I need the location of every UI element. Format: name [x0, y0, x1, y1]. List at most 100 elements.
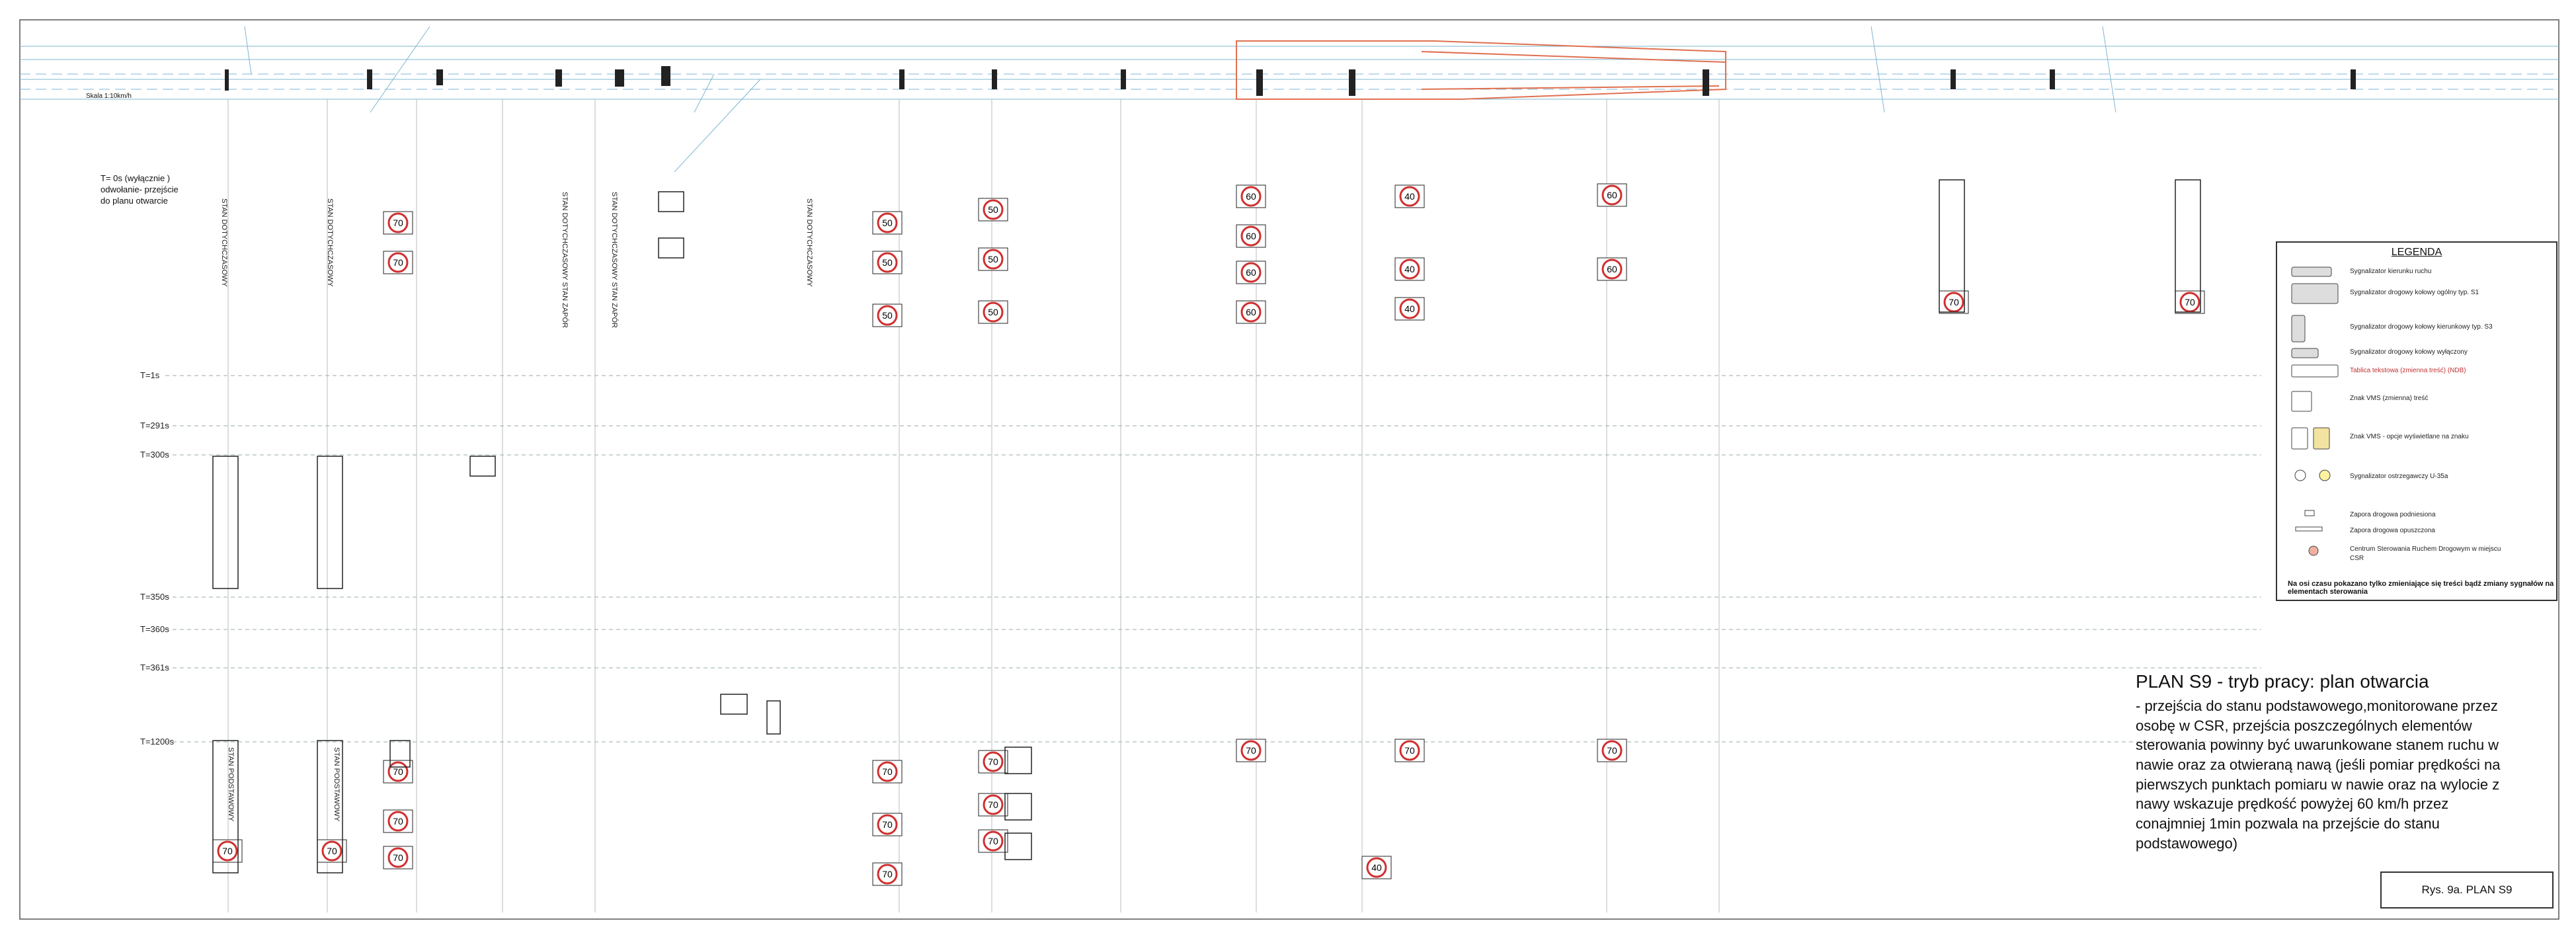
- svg-text:70: 70: [2185, 297, 2195, 307]
- speed-sign-60: 60: [1236, 184, 1266, 208]
- legend-item: Sygnalizator drogowy kołowy wyłączony: [2350, 348, 2468, 356]
- speed-sign-40: 40: [1361, 856, 1392, 879]
- state-boxes: [212, 179, 2201, 873]
- speed-sign-70: 70: [978, 750, 1008, 774]
- speed-sign-60: 60: [1236, 261, 1266, 284]
- time-row-label: T=300s: [140, 450, 169, 460]
- time-row-label: T=361s: [140, 663, 169, 672]
- svg-text:70: 70: [393, 257, 403, 268]
- legend-item: Zapora drogowa podniesiona: [2350, 511, 2436, 518]
- svg-text:70: 70: [1949, 297, 1959, 307]
- plan-description: - przejścia do stanu podstawowego,monito…: [2136, 698, 2501, 852]
- plan-title-block: PLAN S9 - tryb pracy: plan otwarcia - pr…: [2136, 671, 2506, 854]
- plan-heading: PLAN S9 - tryb pracy: plan otwarcia: [2136, 671, 2429, 692]
- svg-text:70: 70: [393, 816, 403, 827]
- speed-sign-50: 50: [978, 198, 1008, 222]
- legend-item: Sygnalizator ostrzegawczy U-35a: [2350, 473, 2448, 480]
- svg-text:40: 40: [1371, 862, 1382, 873]
- timeline-rows: [165, 375, 2261, 743]
- state-label-5: STAN DOTYCHCZASOWY: [805, 198, 813, 287]
- time-row-label: T=360s: [140, 624, 169, 634]
- legend-item: CSR: [2350, 555, 2364, 562]
- figure-stamp: Rys. 9a. PLAN S9: [2380, 871, 2554, 909]
- speed-sign-60: 60: [1236, 224, 1266, 248]
- speed-sign-70: 70: [978, 829, 1008, 853]
- t0-label: T= 0s (wyłącznie ) odwołanie- przejście …: [101, 173, 179, 207]
- speed-sign-70: 70: [383, 251, 413, 274]
- speed-sign-70: 70: [872, 760, 903, 784]
- legend-item: Centrum Sterowania Ruchem Drogowym w mie…: [2350, 546, 2501, 553]
- time-row-label: T=1s: [140, 370, 160, 380]
- speed-sign-70: 70: [2175, 290, 2205, 314]
- road-equipment: [225, 66, 2356, 96]
- svg-text:70: 70: [882, 869, 893, 879]
- t0-line3: do planu otwarcie: [101, 195, 168, 206]
- svg-text:60: 60: [1246, 231, 1256, 241]
- legend-item: Zapora drogowa opuszczona: [2350, 527, 2435, 534]
- svg-text:70: 70: [1404, 745, 1415, 756]
- t0-line1: T= 0s (wyłącznie ): [101, 173, 171, 183]
- state-label-2: STAN DOTYCHCZASOWY: [326, 198, 334, 287]
- state-label-4: STAN DOTYCHCZASOWY STAN ZAPÓR: [610, 192, 618, 328]
- svg-text:70: 70: [327, 846, 337, 856]
- speed-sign-50: 50: [872, 211, 903, 235]
- station-lines: [227, 99, 1720, 912]
- svg-text:70: 70: [393, 766, 403, 777]
- speed-sign-50: 50: [872, 251, 903, 274]
- speed-sign-70: 70: [872, 813, 903, 836]
- speed-sign-70: 70: [978, 793, 1008, 817]
- state-label-3: STAN DOTYCHCZASOWY STAN ZAPÓR: [561, 192, 569, 328]
- svg-text:70: 70: [988, 836, 998, 846]
- state-label-7: STAN PODSTAWOWY: [333, 747, 341, 822]
- legend-title: LEGENDA: [2391, 247, 2442, 258]
- svg-text:50: 50: [882, 310, 893, 321]
- time-row-label: T=291s: [140, 421, 169, 430]
- speed-sign-70: 70: [383, 809, 413, 833]
- speed-sign-70: 70: [383, 211, 413, 235]
- speed-sign-70: 70: [1394, 739, 1425, 762]
- svg-text:60: 60: [1246, 191, 1256, 202]
- svg-text:40: 40: [1404, 191, 1415, 202]
- sheet-border: [19, 19, 2559, 920]
- svg-text:60: 60: [1246, 307, 1256, 317]
- speed-sign-70: 70: [212, 839, 243, 863]
- speed-sign-50: 50: [978, 300, 1008, 324]
- speed-sign-70: 70: [872, 862, 903, 886]
- sign-groups: 70 70 50 50 50 50 50 50 60 60 60 60 40 40 40 60 60 70 70 70…: [212, 183, 2205, 886]
- time-row-label: T=1200s: [140, 737, 174, 747]
- svg-text:40: 40: [1404, 264, 1415, 274]
- svg-text:70: 70: [882, 766, 893, 777]
- speed-sign-40: 40: [1394, 257, 1425, 281]
- svg-text:70: 70: [393, 852, 403, 863]
- speed-sign-60: 60: [1597, 257, 1627, 281]
- svg-text:70: 70: [988, 799, 998, 810]
- speed-sign-70: 70: [1597, 739, 1627, 762]
- svg-text:70: 70: [1246, 745, 1256, 756]
- speed-sign-70: 70: [383, 760, 413, 784]
- state-label-6: STAN PODSTAWOWY: [227, 747, 235, 822]
- legend-item: Sygnalizator drogowy kołowy kierunkowy t…: [2350, 323, 2493, 331]
- svg-text:60: 60: [1607, 264, 1617, 274]
- legend-symbols: [2291, 266, 2339, 556]
- svg-text:70: 70: [222, 846, 233, 856]
- speed-sign-40: 40: [1394, 184, 1425, 208]
- legend-note: Na osi czasu pokazano tylko zmieniające …: [2288, 580, 2554, 596]
- legend-item: Sygnalizator drogowy kołowy ogólny typ. …: [2350, 289, 2479, 296]
- svg-text:60: 60: [1246, 267, 1256, 278]
- svg-text:70: 70: [1607, 745, 1617, 756]
- speed-sign-50: 50: [872, 304, 903, 327]
- svg-text:50: 50: [988, 204, 998, 215]
- speed-sign-50: 50: [978, 247, 1008, 271]
- speed-sign-70: 70: [383, 846, 413, 870]
- tunnel-outline: [1236, 40, 1726, 100]
- speed-sign-70: 70: [1939, 290, 1969, 314]
- svg-text:60: 60: [1607, 190, 1617, 200]
- legend-item: Znak VMS - opcje wyświetlane na znaku: [2350, 433, 2469, 440]
- svg-text:70: 70: [393, 218, 403, 228]
- legend-item: Znak VMS (zmienna) treść: [2350, 395, 2429, 402]
- svg-text:70: 70: [882, 819, 893, 830]
- speed-sign-70: 70: [1236, 739, 1266, 762]
